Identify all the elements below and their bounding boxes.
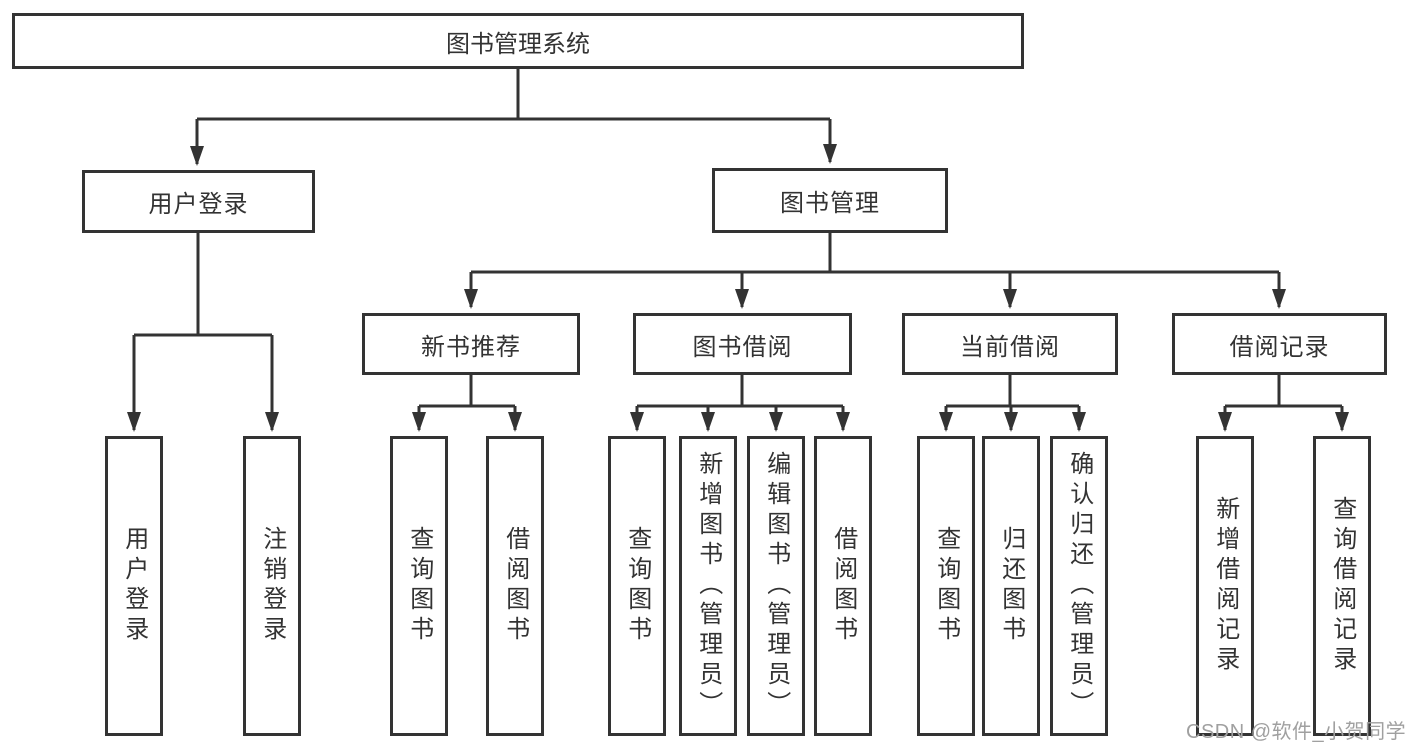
node-borrow-books: 借阅图书 (814, 436, 872, 736)
node-label: 查询借阅记录 (1328, 496, 1356, 676)
node-label: 用户登录 (148, 191, 249, 218)
node-new-book-recommendation: 新书推荐 (362, 313, 580, 375)
node-add-borrow-record: 新增借阅记录 (1196, 436, 1254, 736)
node-label: 查询图书 (623, 526, 651, 646)
node-label: 借阅图书 (829, 526, 857, 646)
node-book-management: 图书管理 (712, 168, 948, 233)
node-label: 新增借阅记录 (1211, 496, 1239, 676)
node-user-login-action: 用户登录 (105, 436, 163, 736)
node-label: 查询图书 (932, 526, 960, 646)
node-query-books-recommend: 查询图书 (390, 436, 448, 736)
node-add-books-admin: 新增图书（管理员） (679, 436, 737, 736)
node-label: 查询图书 (405, 526, 433, 646)
node-label: 编辑图书（管理员） (762, 451, 790, 721)
node-label: 用户登录 (120, 526, 148, 646)
node-label: 图书借阅 (692, 333, 793, 361)
node-borrowing-records: 借阅记录 (1172, 313, 1387, 375)
node-label: 确认归还（管理员） (1065, 451, 1093, 721)
node-user-login: 用户登录 (82, 170, 315, 233)
csdn-watermark: CSDN @软件_小贺同学 (1186, 721, 1405, 743)
node-edit-books-admin: 编辑图书（管理员） (747, 436, 805, 736)
node-label: 图书管理 (780, 190, 880, 217)
node-confirm-return-admin: 确认归还（管理员） (1050, 436, 1108, 736)
node-label: 新增图书（管理员） (694, 451, 722, 721)
node-label: 当前借阅 (960, 333, 1060, 361)
node-query-books-current: 查询图书 (917, 436, 975, 736)
node-label: 归还图书 (997, 526, 1025, 646)
node-current-borrowing: 当前借阅 (902, 313, 1118, 375)
node-query-books-borrow: 查询图书 (608, 436, 666, 736)
node-label: 注销登录 (258, 526, 286, 646)
node-label: 图书管理系统 (446, 30, 590, 58)
node-query-borrow-record: 查询借阅记录 (1313, 436, 1371, 736)
node-return-books: 归还图书 (982, 436, 1040, 736)
node-label: 借阅记录 (1229, 333, 1330, 361)
node-library-management-system: 图书管理系统 (12, 13, 1024, 69)
node-borrow-books-recommend: 借阅图书 (486, 436, 544, 736)
node-label: 借阅图书 (501, 526, 529, 646)
node-logout: 注销登录 (243, 436, 301, 736)
node-book-borrowing: 图书借阅 (633, 313, 852, 375)
node-label: 新书推荐 (421, 333, 521, 361)
